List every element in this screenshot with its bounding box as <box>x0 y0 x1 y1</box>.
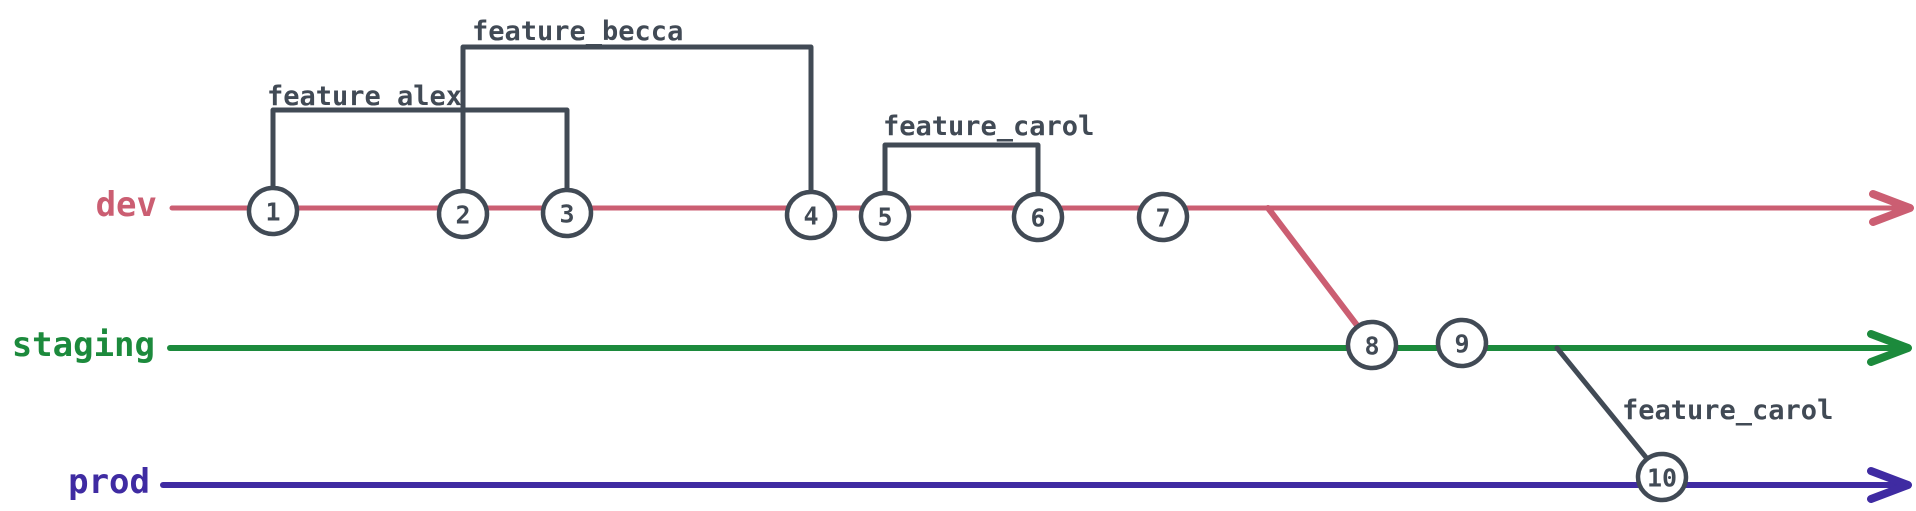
commit-circle-9 <box>1435 317 1489 369</box>
commit-circle-8 <box>1345 319 1399 371</box>
commit-number-7: 7 <box>1155 204 1170 233</box>
merge-link-staging-to-10 <box>1554 345 1665 480</box>
commit-circle-7 <box>1136 191 1190 243</box>
branch-arrow-prod-icon <box>1867 467 1912 503</box>
branch-arrow-dev-icon <box>1869 190 1914 226</box>
feature-bracket-label-feature-alex: feature_alex <box>267 81 462 112</box>
branch-label-staging: staging <box>12 325 155 365</box>
commit-number-1: 1 <box>265 198 280 227</box>
branch-line-staging <box>167 344 1903 351</box>
commit-circle-5 <box>858 190 912 242</box>
branch-label-dev: dev <box>96 185 157 225</box>
commit-number-4: 4 <box>803 202 818 231</box>
merge-link-dev-to-8 <box>1265 205 1375 348</box>
merge-link-label-feature-carol: feature_carol <box>1622 395 1833 426</box>
commit-circle-10 <box>1635 451 1689 503</box>
feature-bracket-feature-becca <box>460 44 814 193</box>
commit-number-8: 8 <box>1364 332 1379 361</box>
commit-circle-1 <box>246 185 300 237</box>
feature-bracket-label-feature-carol: feature_carol <box>883 111 1094 142</box>
commit-number-5: 5 <box>877 203 892 232</box>
commit-number-6: 6 <box>1030 204 1045 233</box>
commit-circle-6 <box>1011 191 1065 243</box>
commit-circle-4 <box>784 189 838 241</box>
feature-bracket-label-feature-becca: feature_becca <box>472 16 683 47</box>
commit-number-10: 10 <box>1647 464 1677 493</box>
branch-arrow-staging-icon <box>1867 330 1912 366</box>
commit-number-3: 3 <box>559 200 574 229</box>
feature-bracket-feature-alex <box>270 107 570 191</box>
feature-bracket-feature-carol <box>882 142 1041 195</box>
branch-label-prod: prod <box>68 462 150 502</box>
commit-number-2: 2 <box>455 201 470 230</box>
commit-circle-3 <box>540 187 594 239</box>
commit-circle-2 <box>436 188 490 240</box>
commit-number-9: 9 <box>1454 330 1469 359</box>
